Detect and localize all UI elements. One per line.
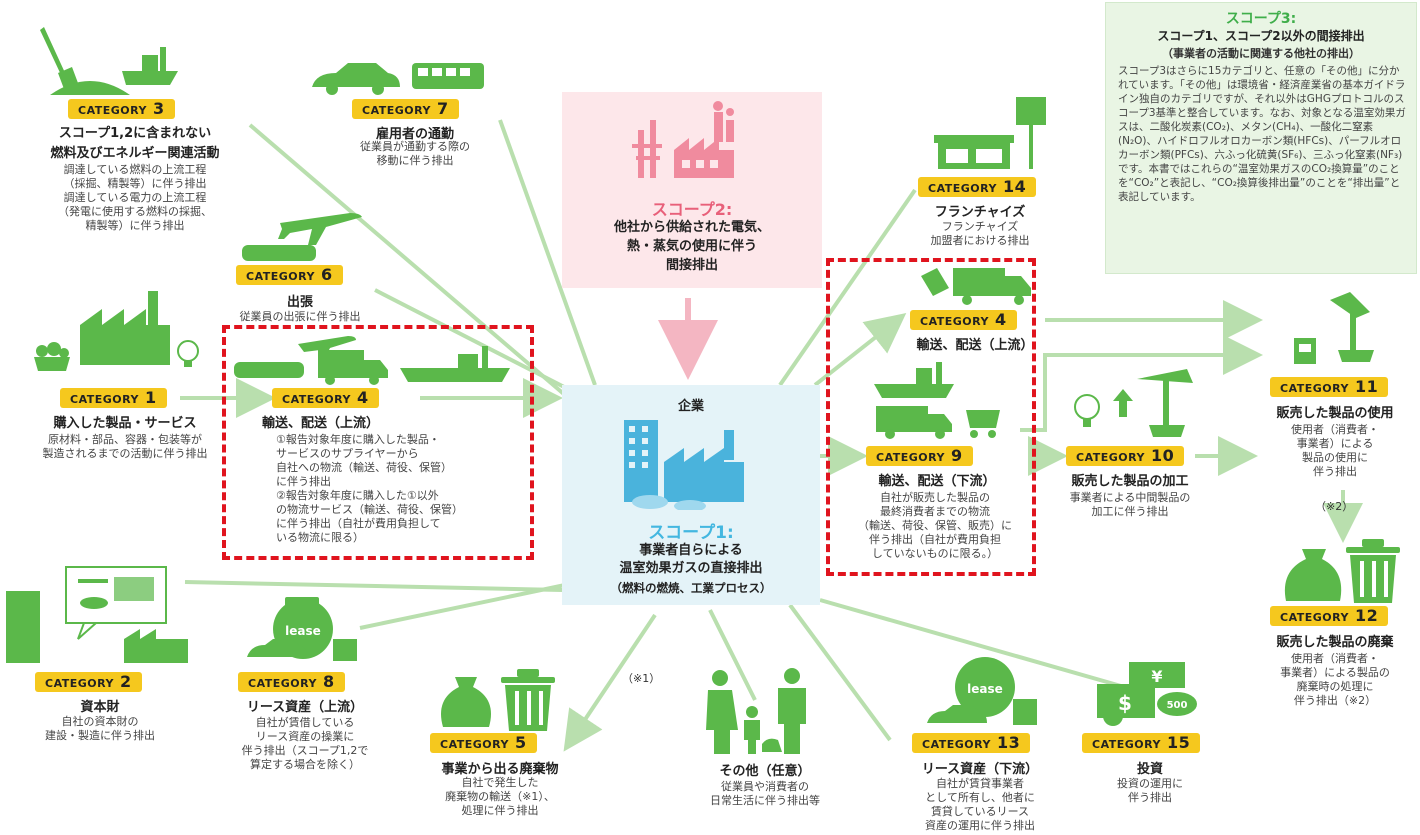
category-4-upstream-title: 輸送、配送（上流） (262, 416, 380, 431)
note-1-label: （※1） (622, 672, 661, 685)
desk-lamp-icon (1294, 292, 1374, 364)
category-4-right-title: 輸送、配送（上流） (916, 338, 1034, 353)
other-title: その他（任意） (719, 764, 811, 779)
car-train-icon (312, 63, 484, 95)
lease-car-downstream-icon: lease (927, 657, 1037, 725)
disposal-icon (1284, 539, 1400, 603)
note-2-label: （※2） (1315, 500, 1354, 513)
yen-glyph: ¥ (1151, 667, 1162, 686)
shovel-ship-icon (40, 27, 178, 95)
money-icon: ¥ $ 500 (1097, 662, 1197, 726)
ship-truck-cart-icon (874, 362, 1000, 439)
scope2-box (562, 92, 822, 288)
category-13-title: リース資産（下流） (921, 762, 1039, 777)
category-4-upstream-desc: ①報告対象年度に購入した製品・ サービスのサプライヤーから 自社への物流（輸送、… (276, 433, 463, 544)
scope3-subtitle: スコープ1、スコープ2以外の間接排出 (1157, 29, 1365, 43)
category-3-title: スコープ1,2に含まれない (58, 126, 212, 141)
category-2-title: 資本財 (80, 700, 120, 715)
building-billboard-icon (6, 566, 188, 663)
company-building-icon (624, 420, 744, 510)
category-14-title: フランチャイズ (934, 205, 1026, 220)
lease-tag-upstream: lease (285, 624, 321, 638)
trash-bag-icon (441, 669, 555, 731)
category-7-title: 雇用者の通勤 (375, 127, 454, 142)
scope2-desc: 他社から供給された電気、 熱・蒸気の使用に伴う 間接排出 (613, 220, 770, 273)
category-14-desc: フランチャイズ 加盟者における排出 (930, 220, 1030, 247)
scope1-title: スコープ1: (648, 523, 734, 543)
category-11-title: 販売した製品の使用 (1276, 406, 1394, 421)
category-11-desc: 使用者（消費者・ 事業者）による 製品の使用に 伴う排出 (1291, 423, 1379, 478)
category-2-desc: 自社の資本財の 建設・製造に伴う排出 (45, 715, 155, 742)
category-15-desc: 投資の運用に 伴う排出 (1117, 777, 1183, 804)
plane-train-icon (242, 213, 362, 261)
category-6-title: 出張 (286, 295, 313, 310)
family-icon (706, 668, 806, 754)
scope2-title: スコープ2: (651, 200, 733, 219)
category-1-title: 購入した製品・サービス (53, 416, 197, 431)
category-5-desc: 自社で発生した 廃棄物の輸送（※1）、 処理に伴う排出 (445, 776, 555, 817)
category-3-title-2: 燃料及びエネルギー関連活動 (50, 146, 220, 161)
factory-lightbulb-icon (34, 291, 199, 371)
category-6-desc: 従業員の出張に伴う排出 (239, 310, 361, 323)
category-9-title: 輸送、配送（下流） (878, 474, 996, 489)
downstream-transport-highlight (826, 258, 1036, 576)
category-15-title: 投資 (1136, 762, 1163, 777)
scope1-desc: 事業者自らによる 温室効果ガスの直接排出 (619, 543, 763, 576)
logistics-icons (234, 336, 510, 385)
tag-truck-icon (921, 268, 1031, 305)
coin-500-glyph: 500 (1167, 700, 1188, 711)
lightbulb-lamp-icon (1074, 369, 1193, 437)
lease-car-icon: lease (247, 597, 357, 661)
category-13-desc: 自社が賃貸事業者 として所有し、他者に 賃貸しているリース 資産の運用に伴う排出 (925, 777, 1035, 832)
category-12-title: 販売した製品の廃棄 (1276, 635, 1394, 650)
lease-tag-downstream: lease (967, 682, 1003, 696)
category-10-desc: 事業者による中間製品の 加工に伴う排出 (1069, 491, 1191, 518)
upstream-transport-highlight (222, 325, 534, 560)
franchise-shop-icon (934, 97, 1046, 169)
company-label: 企業 (677, 399, 704, 414)
scope1-note: （燃料の燃焼、工業プロセス） (610, 581, 772, 595)
category-8-desc: 自社が賃借している リース資産の操業に 伴う排出（スコープ1,2で 算定する場合… (241, 716, 369, 771)
category-5-title: 事業から出る廃棄物 (441, 762, 559, 777)
category-8-title: リース資産（上流） (246, 700, 364, 715)
scope3-body: スコープ3はさらに15カテゴリと、任意の「その他」に分かれています。「その他」は… (1118, 65, 1406, 203)
category-10-title: 販売した製品の加工 (1071, 474, 1189, 489)
other-desc: 従業員や消費者の 日常生活に伴う排出等 (710, 780, 820, 807)
category-12-desc: 使用者（消費者・ 事業者）による製品の 廃棄時の処理に 伴う排出（※2） (1280, 652, 1390, 707)
category-3-desc: 調達している燃料の上流工程 （採掘、精製等）に伴う排出 調達している電力の上流工… (58, 163, 212, 232)
scope3-note: （事業者の活動に関連する他社の排出） (1162, 47, 1360, 60)
power-plant-icon (632, 101, 734, 178)
dollar-glyph: $ (1118, 691, 1132, 715)
scope3-title: スコープ3: (1225, 11, 1297, 27)
scope3-box (1105, 2, 1417, 274)
category-9-desc: 自社が販売した製品の 最終消費者までの物流 （輸送、荷役、保管、販売）に 伴う排… (858, 491, 1012, 560)
category-7-desc: 従業員が通勤する際の 移動に伴う排出 (360, 140, 470, 167)
category-1-desc: 原材料・部品、容器・包装等が 製造されるまでの活動に伴う排出 (42, 433, 208, 460)
